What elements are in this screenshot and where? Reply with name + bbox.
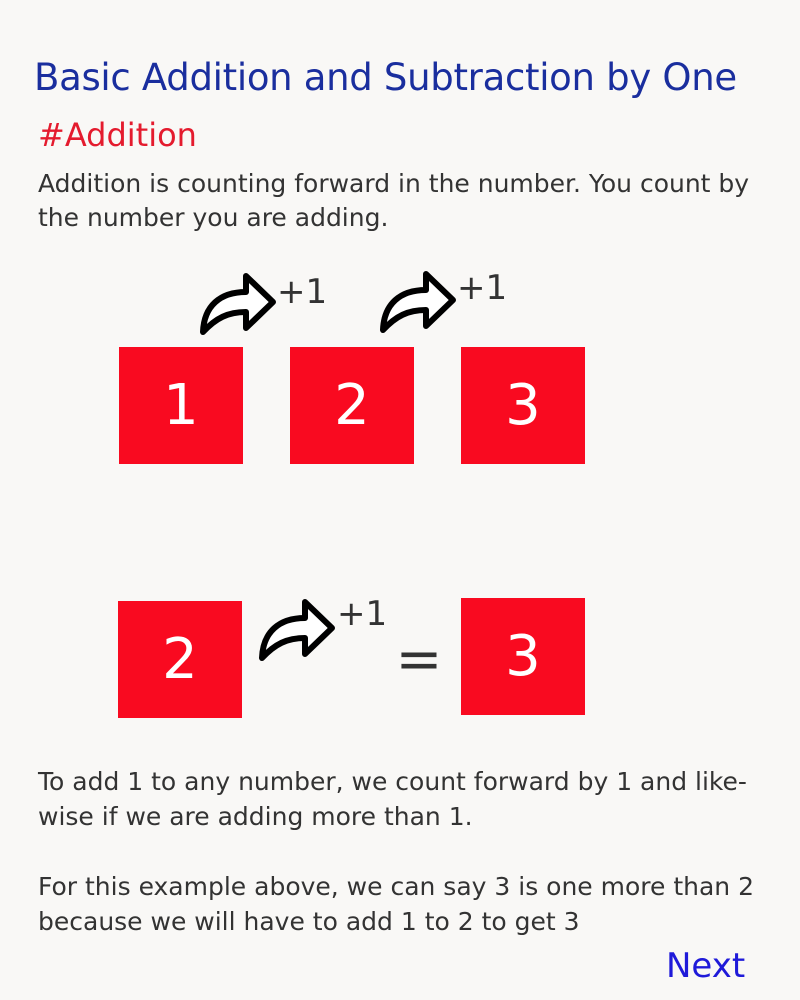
next-button[interactable]: Next: [666, 946, 746, 986]
equals-sign: =: [395, 627, 443, 692]
step-label: +1: [277, 272, 328, 312]
step-label: +1: [457, 268, 508, 308]
example-paragraph: For this example above, we can say 3 is …: [38, 872, 755, 936]
number-box: 1: [119, 347, 243, 464]
intro-text: Addition is counting forward in the numb…: [38, 169, 750, 232]
step-label: +1: [337, 594, 388, 634]
number-box: 3: [461, 347, 585, 464]
explanation-paragraph: To add 1 to any number, we count forward…: [38, 767, 747, 831]
curved-arrow-icon: [198, 266, 278, 338]
page-title: Basic Addition and Subtraction by One: [34, 56, 737, 99]
number-box: 2: [290, 347, 414, 464]
equation-start-box: 2: [118, 601, 242, 718]
section-heading: #Addition: [38, 116, 197, 154]
curved-arrow-icon: [257, 592, 337, 664]
curved-arrow-icon: [378, 264, 458, 336]
equation-result-box: 3: [461, 598, 585, 715]
